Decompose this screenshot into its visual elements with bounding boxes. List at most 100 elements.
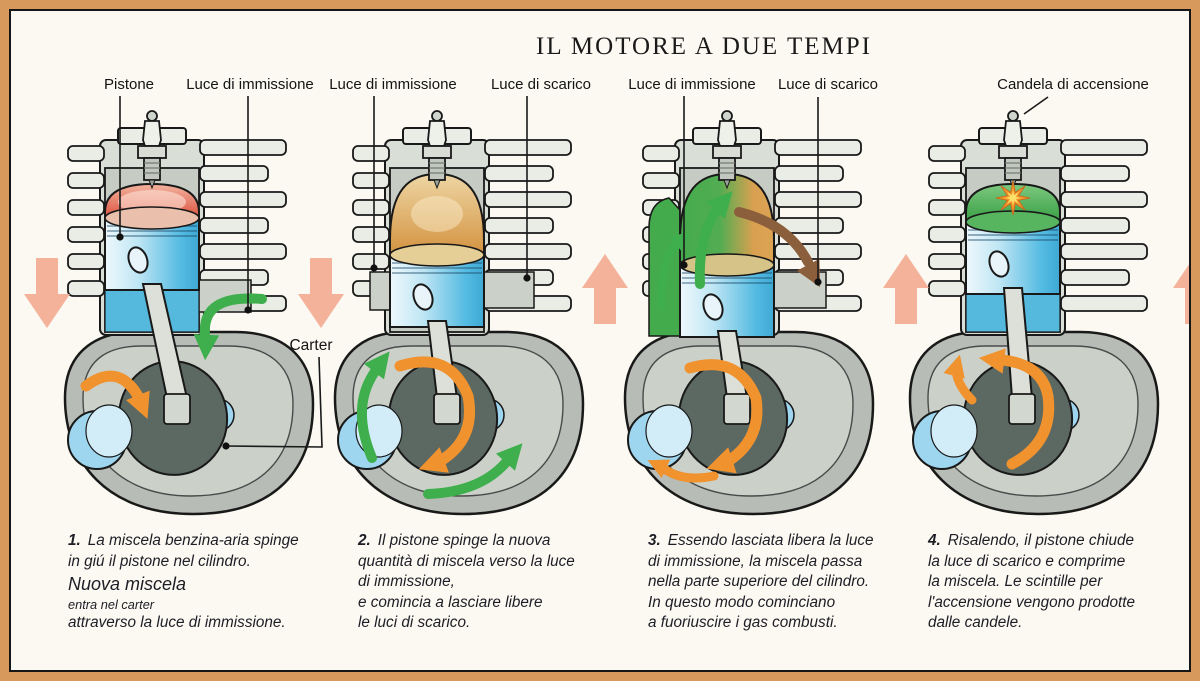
spark-plug [137,110,167,190]
cooling-fin [774,165,844,182]
label-leader-lines [116,96,1049,450]
cooling-fin [199,165,269,182]
flow-arrow [706,191,733,219]
cooling-fin [1060,191,1148,208]
flow-arrow [647,459,671,478]
cooling-fin [67,280,105,297]
piston-up-arrow [883,254,929,324]
caption-line: 3.Essendo lasciata libera la luce [648,532,874,549]
engine-cutaway-drawings [63,110,1160,516]
cooling-fin [484,165,554,182]
label-candela-accensione: Candela di accensione [997,76,1149,93]
stage-number: 4. [928,532,941,549]
piston-down-arrow [24,258,70,328]
cooling-fin [928,280,966,297]
spark-plug [422,110,452,190]
caption-line: 1.La miscela benzina-aria spinge [68,532,299,549]
label-luce-immissione-2: Luce di immissione [329,76,457,93]
cooling-fin [1060,243,1148,260]
cooling-fin [484,243,572,260]
cooling-fin [1060,295,1148,312]
caption-line: in giú il pistone nel cilindro. [68,552,251,570]
caption-line: le luci di scarico. [358,614,471,631]
caption-line: attraverso la luce di immissione. [68,614,286,631]
cooling-fin [352,226,390,243]
label-luce-scarico-3: Luce di scarico [777,76,879,93]
wrist-pin-hole [127,246,149,274]
cooling-fin [1060,139,1148,156]
cooling-fin [484,139,572,156]
label-luce-immissione-3: Luce di immissione [628,76,756,93]
cooling-fin [67,145,105,162]
spark-plug [712,110,742,190]
piston-crown [104,206,200,230]
flow-arrow [363,351,390,380]
caption-line: di immissione, la miscela passa [648,552,863,570]
cooling-fin [199,243,287,260]
engine-stage-3 [623,110,875,516]
wrist-pin-hole [988,250,1010,278]
stroke-direction-arrows [24,254,1189,328]
illustration-page: IL MOTORE A DUE TEMPI Pistone Luce di im… [9,9,1191,672]
engine-stage-4 [908,110,1160,516]
flow-arrow [978,348,1006,374]
label-pistone: Pistone [103,76,155,93]
label-luce-scarico-2: Luce di scarico [490,76,592,93]
caption-line: l'accensione vengono prodotte [928,593,1136,611]
cooling-fin [642,145,680,162]
cooling-fin [928,199,966,216]
engine-stage-1 [63,110,315,516]
caption-line: quantità di miscela verso la luce [358,552,575,570]
cooling-fin [928,226,966,243]
stage-caption-1: 1.La miscela benzina-aria spinge in giú i… [68,531,346,634]
cooling-fin [484,191,572,208]
flow-arrow [706,447,737,474]
piston-up-arrow [582,254,628,324]
label-carter: Carter [289,337,333,354]
cooling-fin [928,253,966,270]
cooling-fin [352,145,390,162]
caption-line: a fuoriuscire i gas combusti. [648,614,838,631]
cooling-fin [484,217,554,234]
caption-line: 2.Il pistone spinge la nuova [358,532,551,549]
flow-arrow [126,390,150,419]
two-stroke-engine-diagram [24,96,1189,516]
cooling-fin [67,172,105,189]
cooling-fin [1060,269,1130,286]
caption-line: la luce di scarico e comprime [928,552,1126,570]
cooling-fin [67,253,105,270]
cooling-fin [1060,217,1130,234]
caption-line: In questo modo cominciano [648,593,836,611]
cooling-fin [67,199,105,216]
piston-crown [389,243,485,267]
caption-line: entra nel carter [68,597,155,612]
caption-line: e comincia a lasciare libere [358,593,543,611]
stage-number: 2. [358,532,371,549]
flow-arrow [418,447,449,473]
cooling-fin [67,226,105,243]
piston-up-arrow [1173,264,1189,324]
cooling-fin [199,139,287,156]
flow-arrow [496,443,523,471]
cylinder-port [369,271,391,311]
page-title: IL MOTORE A DUE TEMPI [536,33,872,60]
caption-line: Nuova miscela [68,574,187,594]
stage-number: 1. [68,532,81,549]
flow-arrow [193,334,220,361]
spark-plug [998,110,1028,190]
engine-stage-2 [333,110,585,516]
stage-number: 3. [648,532,661,549]
cooling-fin [928,145,966,162]
caption-line: nella parte superiore del cilindro. [648,573,870,590]
cooling-fin [352,172,390,189]
label-luce-immissione-1: Luce di immissione [186,76,314,93]
cooling-fin [928,172,966,189]
wrist-pin-hole [702,293,724,321]
piston-down-arrow [298,258,344,328]
wrist-pin-hole [412,283,434,311]
cooling-fin [642,172,680,189]
piston [389,254,485,328]
flow-arrow [943,354,965,379]
